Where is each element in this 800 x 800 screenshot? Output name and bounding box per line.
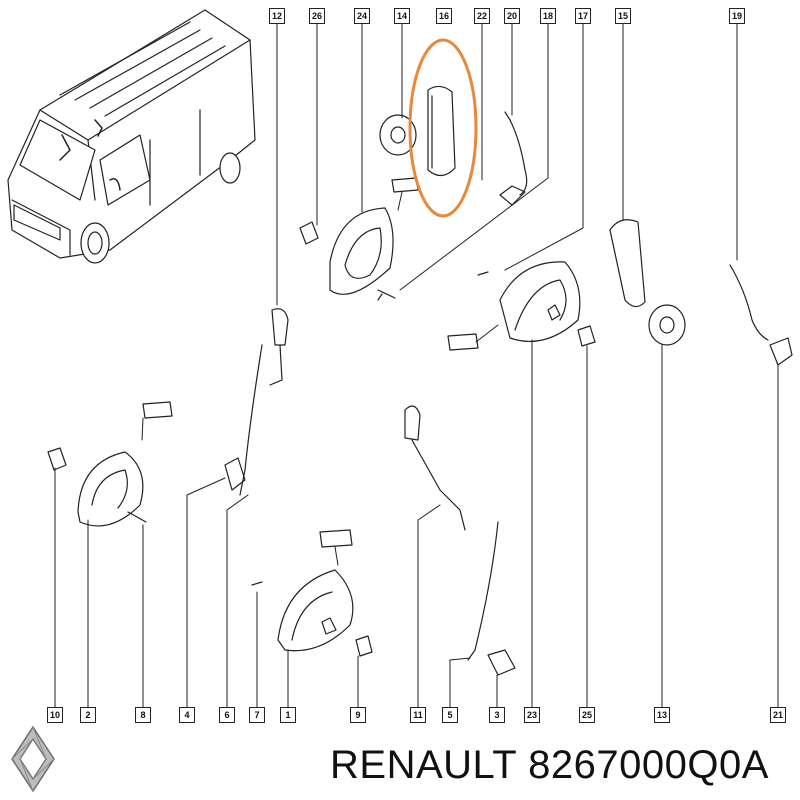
van-illustration <box>7 9 256 264</box>
callout-9: 9 <box>350 707 366 723</box>
callout-15: 15 <box>615 8 631 24</box>
right-handle-assembly <box>447 219 793 366</box>
callout-5: 5 <box>442 707 458 723</box>
callout-1: 1 <box>280 707 296 723</box>
callout-23: 23 <box>524 707 540 723</box>
callout-4: 4 <box>179 707 195 723</box>
callout-16: 16 <box>436 8 452 24</box>
callout-25: 25 <box>579 707 595 723</box>
callout-22: 22 <box>474 8 490 24</box>
callout-2: 2 <box>80 707 96 723</box>
callout-3: 3 <box>489 707 505 723</box>
callout-19: 19 <box>729 8 745 24</box>
callout-20: 20 <box>504 8 520 24</box>
callout-6: 6 <box>219 707 235 723</box>
callout-14: 14 <box>394 8 410 24</box>
leader-lines <box>54 23 779 708</box>
highlight-ring-part-16 <box>408 38 478 218</box>
brand-name: RENAULT <box>330 743 517 787</box>
callout-26: 26 <box>309 8 325 24</box>
callout-13: 13 <box>654 707 670 723</box>
upper-handle-assembly <box>299 85 528 301</box>
callout-8: 8 <box>135 707 151 723</box>
lower-left-assembly <box>47 308 289 527</box>
callout-12: 12 <box>269 8 285 24</box>
part-caption: RENAULT 8267000Q0A <box>330 740 792 790</box>
callout-21: 21 <box>770 707 786 723</box>
callout-17: 17 <box>575 8 591 24</box>
callout-10: 10 <box>47 707 63 723</box>
callout-18: 18 <box>540 8 556 24</box>
renault-logo-icon <box>11 725 55 793</box>
callout-24: 24 <box>354 8 370 24</box>
lower-middle-assembly <box>251 405 516 676</box>
part-number: 8267000Q0A <box>528 743 769 787</box>
callout-11: 11 <box>410 707 426 723</box>
callout-7: 7 <box>249 707 265 723</box>
